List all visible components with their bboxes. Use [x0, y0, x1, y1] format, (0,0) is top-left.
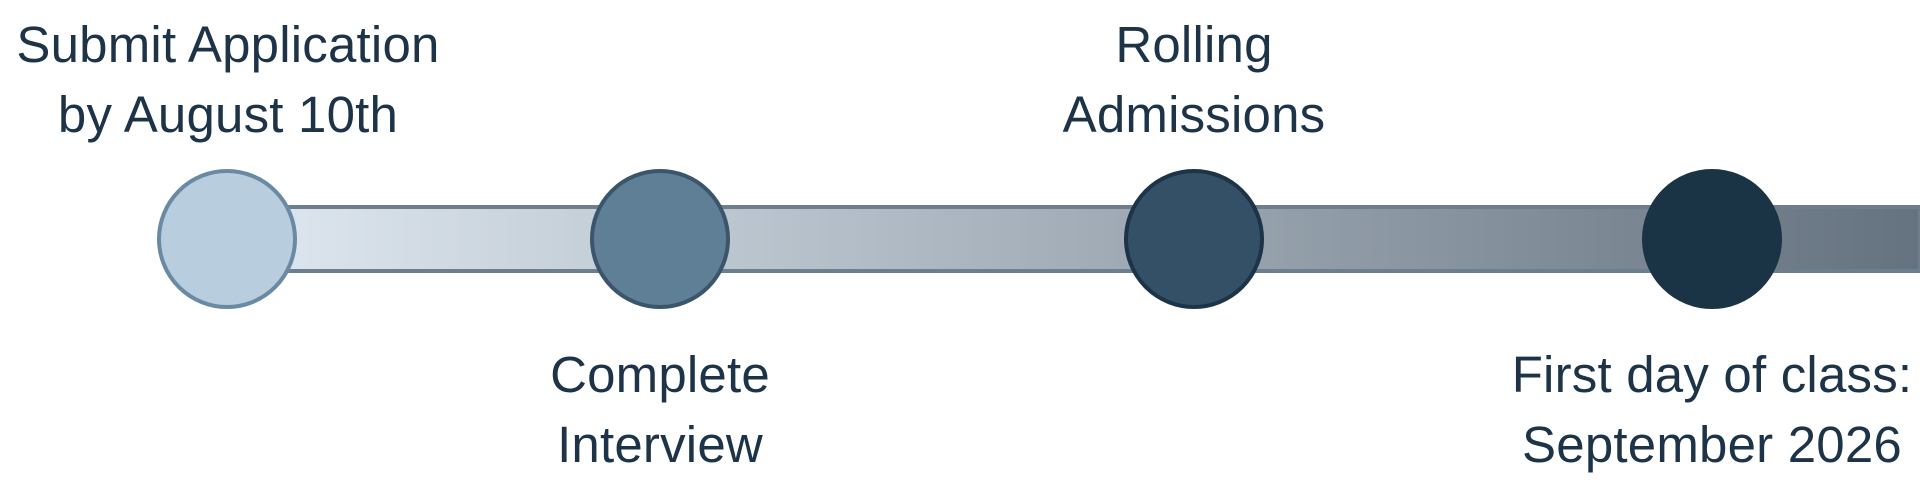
step-4-circle: [1642, 169, 1782, 309]
step-1-circle: [157, 169, 297, 309]
step-3-label-line2: Admissions: [1062, 86, 1326, 143]
step-4-label: First day of class: September 2026: [1452, 340, 1920, 480]
step-3-label-line1: Rolling: [1115, 16, 1273, 73]
step-1-label-line1: Submit Application: [16, 16, 440, 73]
step-2-label-line2: Interview: [557, 416, 763, 473]
step-3-circle: [1124, 169, 1264, 309]
step-1-label: Submit Application by August 10th: [0, 10, 488, 150]
step-2-circle: [590, 169, 730, 309]
step-1-label-line2: by August 10th: [57, 86, 399, 143]
step-2-label-line1: Complete: [550, 346, 770, 403]
step-3-label: Rolling Admissions: [934, 10, 1454, 150]
step-2-label: Complete Interview: [400, 340, 920, 480]
step-4-label-line2: September 2026: [1522, 416, 1902, 473]
step-4-label-line1: First day of class:: [1511, 346, 1913, 403]
